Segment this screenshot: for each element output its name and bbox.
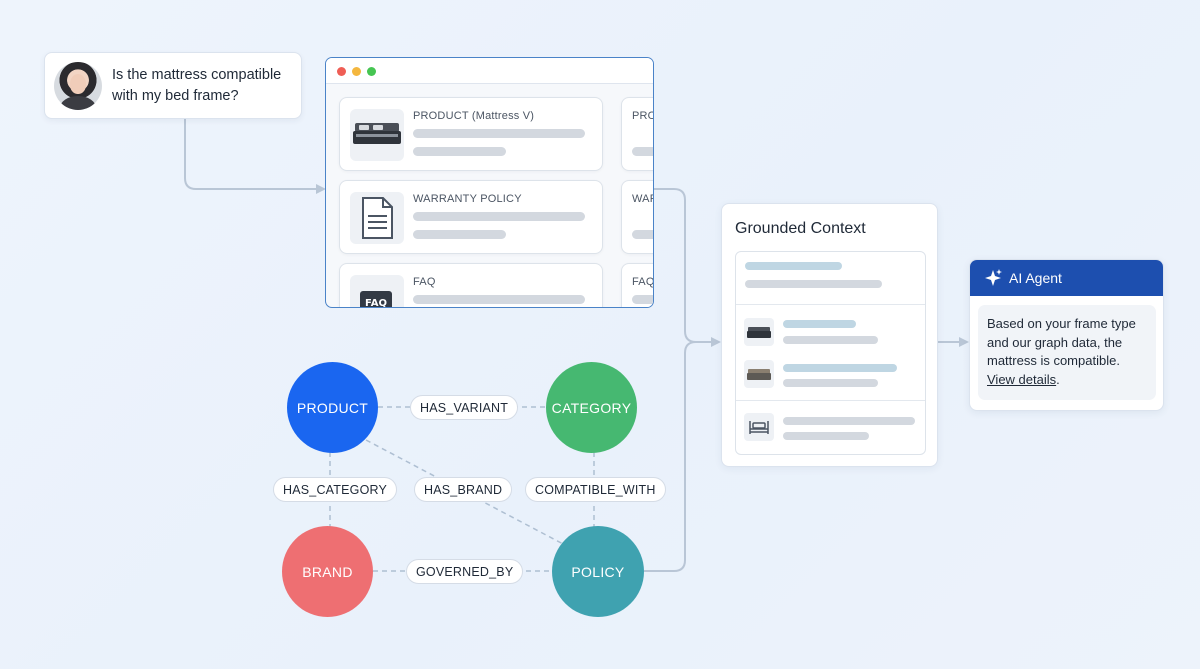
warranty-doc-card[interactable]: WARRANTY POLICY	[339, 180, 603, 254]
sparkle-icon	[983, 268, 1003, 288]
mattress-icon	[744, 318, 774, 346]
browser-title-bar	[326, 58, 653, 84]
bed-frame-icon	[744, 360, 774, 388]
edge-label-compatible-with: COMPATIBLE_WITH	[525, 477, 666, 502]
arrow-head-icon	[711, 337, 721, 347]
clipped-doc-card[interactable]: WAR	[621, 180, 653, 254]
faq-icon: FAQ	[350, 275, 404, 308]
ai-agent-panel: AI Agent Based on your frame type and ou…	[969, 259, 1164, 411]
ai-agent-header: AI Agent	[970, 260, 1163, 296]
user-question-card: Is the mattress compatible with my bed f…	[44, 52, 302, 119]
edge-label-has-category: HAS_CATEGORY	[273, 477, 398, 502]
doc-card-title: PRODUCT (Mattress V)	[413, 110, 535, 122]
clipped-doc-card[interactable]: FAQ	[621, 263, 654, 307]
policy-to-context-line	[644, 341, 697, 572]
avatar	[54, 61, 102, 110]
ai-agent-message: Based on your frame type and our graph d…	[978, 305, 1156, 400]
arrow-head-icon	[316, 184, 326, 194]
document-icon	[350, 192, 404, 244]
svg-text:FAQ: FAQ	[365, 298, 387, 308]
node-category[interactable]: CATEGORY	[546, 362, 637, 453]
product-doc-card[interactable]: PRODUCT (Mattress V)	[339, 97, 603, 171]
doc-card-title: PRO	[632, 110, 654, 122]
edge-label-has-variant: HAS_VARIANT	[410, 395, 519, 420]
minimize-dot-icon[interactable]	[352, 67, 361, 76]
doc-card-title: FAQ	[632, 276, 654, 288]
bed-outline-icon	[744, 413, 774, 441]
clipped-doc-card[interactable]: PRO	[621, 97, 654, 171]
node-brand[interactable]: BRAND	[282, 526, 373, 617]
link-suffix: .	[1056, 371, 1060, 387]
view-details-link[interactable]: View details	[987, 371, 1057, 387]
maximize-dot-icon[interactable]	[367, 67, 376, 76]
grounded-context-panel: Grounded Context	[721, 203, 938, 467]
grounded-context-content	[735, 251, 926, 455]
arrow-head-icon	[959, 337, 969, 347]
faq-doc-card[interactable]: FAQ FAQ	[339, 263, 603, 308]
node-product[interactable]: PRODUCT	[287, 362, 378, 453]
doc-card-title: FAQ	[413, 276, 436, 288]
close-dot-icon[interactable]	[337, 67, 346, 76]
grounded-context-title: Grounded Context	[735, 220, 866, 237]
browser-to-context-line	[654, 188, 712, 343]
agent-message-text: Based on your frame type and our graph d…	[987, 316, 1136, 368]
doc-card-title: WARRANTY POLICY	[413, 193, 522, 205]
node-label: PRODUCT	[296, 399, 369, 416]
node-label: BRAND	[302, 563, 353, 580]
node-policy[interactable]: POLICY	[552, 526, 644, 617]
node-label: CATEGORY	[551, 399, 632, 416]
edge-label-governed-by: GOVERNED_BY	[406, 559, 524, 584]
retrieval-browser-window: PRODUCT (Mattress V) WARRANTY POLICY FAQ	[325, 57, 654, 308]
question-to-browser-line	[184, 119, 317, 190]
mattress-icon	[350, 109, 404, 161]
question-text: Is the mattress compatible with my bed f…	[112, 66, 282, 104]
doc-card-title: WAR	[632, 193, 653, 205]
node-label: POLICY	[571, 563, 625, 580]
ai-agent-title: AI Agent	[1009, 270, 1062, 286]
edge-label-has-brand: HAS_BRAND	[414, 477, 513, 502]
